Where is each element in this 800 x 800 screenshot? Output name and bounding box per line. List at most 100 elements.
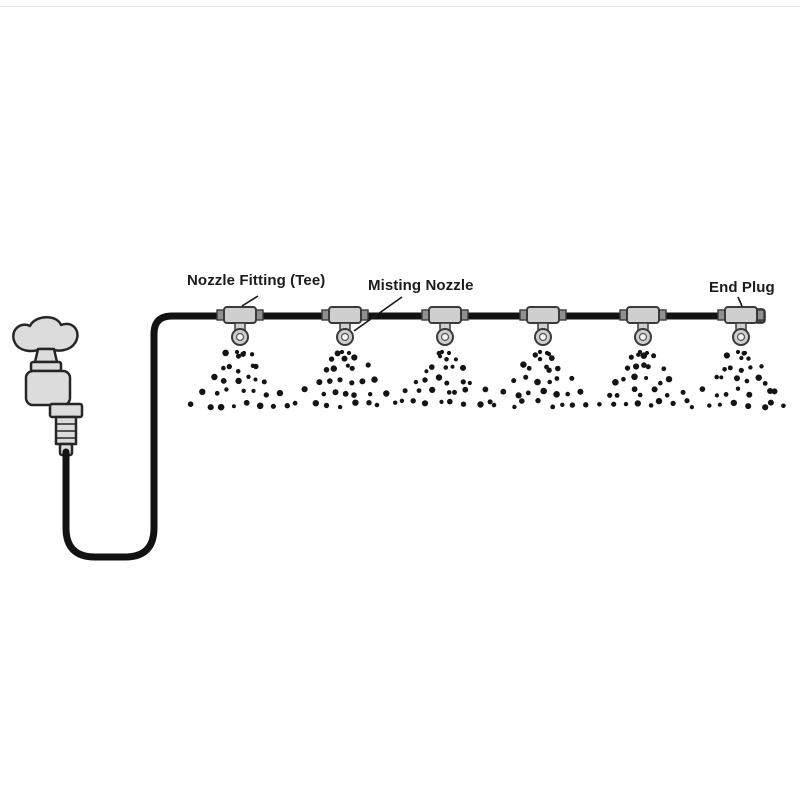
label-misting-nozzle: Misting Nozzle xyxy=(368,277,474,294)
mist-spray xyxy=(292,349,398,410)
mist-dot xyxy=(413,379,419,385)
mist-dot xyxy=(730,399,737,407)
mist-dot xyxy=(226,363,232,370)
mist-dot xyxy=(735,349,741,355)
mist-dot xyxy=(565,391,570,397)
mist-dot xyxy=(644,376,649,380)
mist-dot xyxy=(371,376,378,383)
mist-layer xyxy=(187,349,786,411)
mist-dot xyxy=(416,388,422,393)
mist-dot xyxy=(699,386,706,392)
mist-dot xyxy=(359,378,366,385)
nozzle-fitting xyxy=(216,306,264,331)
mist-dot xyxy=(292,400,298,406)
mist-dot xyxy=(621,376,626,382)
faucet-illustration xyxy=(12,316,84,457)
misting-nozzle xyxy=(231,328,249,346)
mist-dot xyxy=(487,399,493,405)
mist-dot xyxy=(623,401,629,407)
faucet-outlet-nut xyxy=(48,402,84,419)
mist-dot xyxy=(597,402,602,407)
misting-nozzle xyxy=(436,328,454,346)
tee-body xyxy=(328,306,362,324)
mist-dot xyxy=(224,387,229,392)
misting-nozzle xyxy=(534,328,552,346)
mist-dot xyxy=(781,403,786,409)
mist-dot xyxy=(537,349,543,355)
mist-dot xyxy=(553,391,560,398)
mist-dot xyxy=(665,376,673,383)
mist-dot xyxy=(612,379,619,386)
mist-dot xyxy=(345,363,350,368)
mist-dot xyxy=(520,361,527,368)
mist-dot xyxy=(240,351,246,357)
mist-dot xyxy=(351,392,357,398)
mist-dot xyxy=(443,365,449,370)
mist-dot xyxy=(235,377,242,385)
mist-dot xyxy=(421,400,429,407)
mist-dot xyxy=(722,367,727,372)
misting-nozzle xyxy=(732,328,750,346)
mist-dot xyxy=(577,388,584,395)
mist-dot xyxy=(634,400,641,407)
mist-dot xyxy=(460,364,466,371)
mist-dot xyxy=(546,351,552,357)
mist-dot xyxy=(383,390,390,397)
mist-dot xyxy=(560,402,565,407)
mist-dot xyxy=(321,391,327,397)
leader-misting-nozzle xyxy=(353,296,403,332)
mist-dot xyxy=(332,389,339,396)
mist-dot xyxy=(670,400,676,406)
mist-dot xyxy=(337,404,343,410)
mist-dot xyxy=(312,400,319,407)
mist-dot xyxy=(680,389,686,395)
mist-dot xyxy=(444,357,449,362)
mist-dot xyxy=(243,399,250,406)
mist-dot xyxy=(217,403,225,411)
mist-dot xyxy=(767,388,774,394)
mist-dot xyxy=(741,350,747,356)
mist-dot xyxy=(351,354,358,361)
mist-dot xyxy=(534,378,541,386)
mist-dot xyxy=(424,369,429,374)
mist-dot xyxy=(645,364,651,370)
mist-dot xyxy=(689,405,695,410)
nozzle-orifice xyxy=(340,332,350,342)
mist-dot xyxy=(368,392,373,397)
mist-dot xyxy=(199,388,206,395)
mist-dot xyxy=(491,402,497,408)
mist-dot xyxy=(547,379,552,385)
mist-dot xyxy=(231,404,236,409)
mist-dot xyxy=(739,355,744,361)
mist-dot xyxy=(614,393,620,398)
mist-dot xyxy=(477,401,484,408)
mist-dot xyxy=(334,350,341,357)
mist-dot xyxy=(537,356,543,362)
mist-dot xyxy=(187,401,194,408)
faucet-handle-icon xyxy=(12,316,79,353)
leader-nozzle-fitting xyxy=(241,295,259,307)
mist-dot xyxy=(337,377,343,383)
nozzle-orifice xyxy=(638,332,648,342)
mist-dot xyxy=(540,387,547,395)
mist-dot xyxy=(446,390,452,395)
mist-dot xyxy=(346,350,352,356)
mist-dot xyxy=(651,353,657,359)
fittings-layer xyxy=(216,306,765,346)
mist-dot xyxy=(664,393,670,398)
mist-dot xyxy=(446,350,452,356)
nozzle-fitting xyxy=(321,306,369,331)
mist-dot xyxy=(261,379,267,385)
mist-dot xyxy=(746,391,753,398)
mist-dot xyxy=(648,403,654,408)
mist-dot xyxy=(717,402,723,407)
mist-dot xyxy=(745,403,752,410)
mist-dot xyxy=(525,390,531,396)
nozzle-fitting xyxy=(519,306,567,331)
mist-dot xyxy=(535,397,541,404)
mist-spray xyxy=(187,349,290,411)
mist-dot xyxy=(723,392,729,397)
mist-dot xyxy=(707,403,712,408)
